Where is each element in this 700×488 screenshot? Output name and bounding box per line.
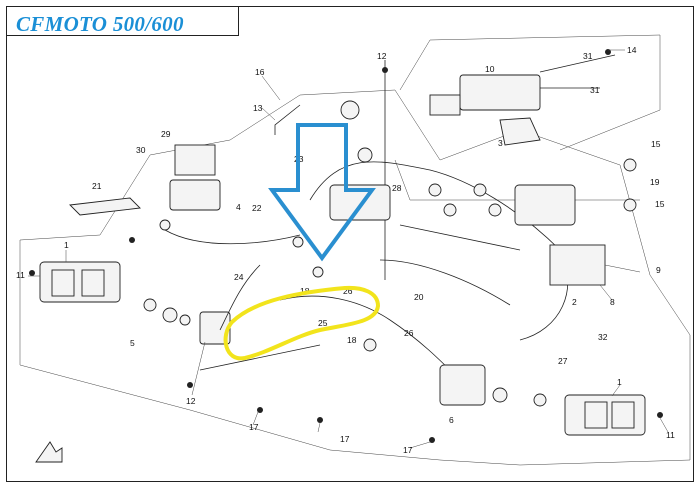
master-cylinder-left [69, 144, 221, 231]
callout-22: 22 [252, 203, 262, 213]
callout-11-left: 11 [16, 270, 25, 280]
callout-12: 12 [186, 396, 196, 406]
leader-lines [28, 49, 669, 449]
callout-17-a: 17 [249, 422, 259, 432]
callout-18-b: 18 [347, 335, 357, 345]
brake-lines [164, 60, 569, 381]
callout-1-left: 1 [64, 240, 69, 250]
callout-5: 5 [130, 338, 135, 348]
diagram-frame [6, 6, 694, 482]
callout-8: 8 [610, 297, 615, 307]
right-master-cylinder [428, 158, 637, 286]
title-box: CFMOTO 500/600 [6, 6, 239, 36]
page-title: CFMOTO 500/600 [16, 12, 184, 36]
callout-labels: 1 1 2 3 4 5 6 8 9 10 11 11 12 13 14 15 1… [16, 45, 675, 455]
callout-3: 3 [498, 138, 503, 148]
callout-2: 2 [572, 297, 577, 307]
front-direction-icon [35, 441, 63, 463]
callout-24: 24 [234, 272, 244, 282]
callout-31-right: 31 [590, 85, 600, 95]
callout-15-bottom: 15 [655, 199, 665, 209]
callout-10: 10 [485, 64, 495, 74]
assembly-outline [19, 34, 691, 466]
callout-27: 27 [558, 356, 568, 366]
callout-6: 6 [449, 415, 454, 425]
yellow-loop-highlight-icon [223, 285, 381, 361]
callout-29: 29 [161, 129, 171, 139]
callout-28: 28 [392, 183, 402, 193]
callout-32: 32 [598, 332, 608, 342]
callout-21: 21 [92, 181, 102, 191]
callout-15-top: 15 [651, 139, 661, 149]
callout-9: 9 [656, 265, 661, 275]
callout-17-b: 17 [340, 434, 350, 444]
fasteners [29, 49, 663, 443]
callout-1-right: 1 [617, 377, 622, 387]
callout-26-a: 26 [343, 286, 353, 296]
callout-4: 4 [236, 202, 241, 212]
callout-14: 14 [627, 45, 637, 55]
callout-19: 19 [650, 177, 660, 187]
callout-31-top: 31 [583, 51, 593, 61]
callout-11-right: 11 [666, 430, 675, 440]
callout-17-c: 17 [403, 445, 413, 455]
callout-30: 30 [136, 145, 146, 155]
center-junction-parts [292, 100, 521, 352]
right-caliper-assembly [439, 364, 646, 436]
upper-right-assembly [429, 54, 616, 146]
callout-16: 16 [255, 67, 265, 77]
callout-13: 13 [253, 103, 263, 113]
callout-26-b: 26 [404, 328, 414, 338]
left-caliper-assembly [39, 261, 231, 345]
callout-25: 25 [318, 318, 328, 328]
blue-down-arrow-icon [268, 123, 376, 262]
callout-20: 20 [414, 292, 424, 302]
callout-12-top: 12 [377, 51, 387, 61]
